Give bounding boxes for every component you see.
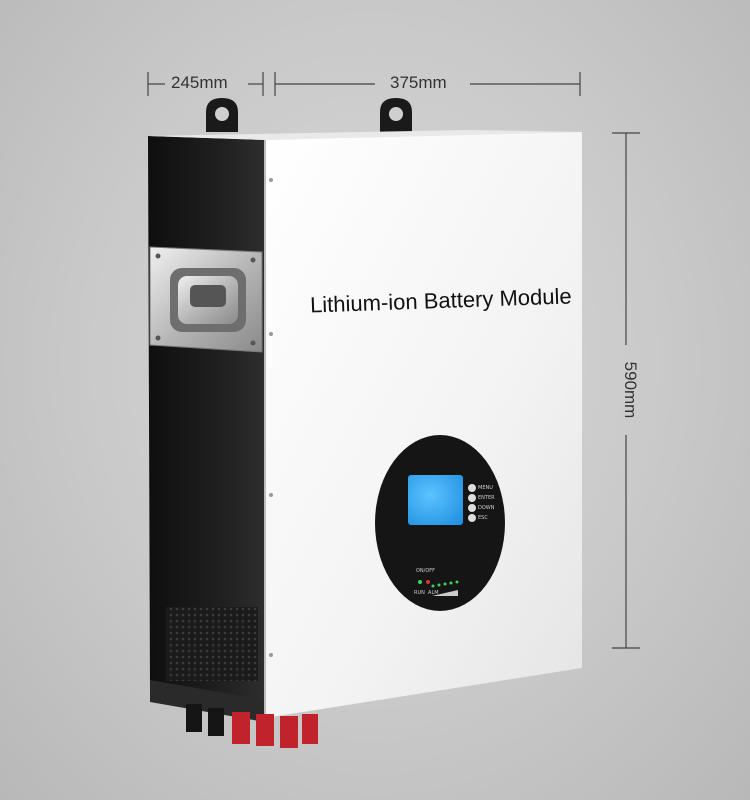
depth-label: 245mm [171, 73, 228, 92]
down-button[interactable] [468, 504, 476, 512]
battery-front-panel [264, 132, 582, 718]
mounting-hook-right [380, 98, 412, 132]
height-label: 590mm [621, 361, 640, 419]
esc-button[interactable] [468, 514, 476, 522]
run-alm-label: RUN ALM [414, 590, 439, 596]
terminal-black-1 [186, 704, 202, 732]
terminal-red-2 [256, 714, 274, 746]
lcd-screen [408, 475, 463, 525]
vent-grille [166, 607, 258, 681]
panel-button-labels: MENU ENTER DOWN ESC [478, 483, 495, 523]
enter-button[interactable] [468, 494, 476, 502]
height-dimension [612, 132, 640, 649]
carry-handle[interactable] [149, 246, 263, 353]
terminal-red-3 [280, 716, 298, 748]
menu-label: MENU [478, 485, 493, 491]
terminal-black-2 [208, 708, 224, 736]
width-label: 375mm [390, 73, 447, 92]
control-panel [375, 435, 505, 611]
enter-label: ENTER [478, 495, 495, 501]
soc-indicator-leds [431, 580, 459, 588]
terminal-red-1 [232, 712, 250, 744]
terminals [186, 704, 318, 748]
power-logo [432, 590, 458, 596]
depth-dimension [147, 72, 264, 96]
terminal-red-4 [302, 714, 318, 744]
run-indicator [418, 580, 422, 584]
mounting-hook-left [206, 98, 238, 132]
esc-label: ESC [478, 515, 488, 521]
menu-button[interactable] [468, 484, 476, 492]
alarm-indicator [426, 580, 430, 584]
onoff-label: ON/OFF [416, 568, 436, 574]
width-dimension [274, 72, 581, 96]
base-rail [150, 680, 265, 722]
down-label: DOWN [478, 505, 495, 511]
